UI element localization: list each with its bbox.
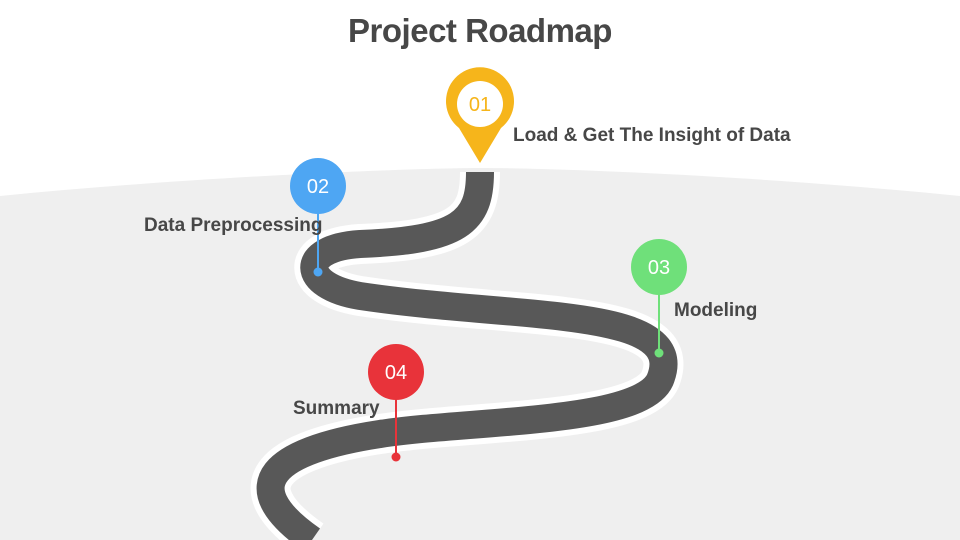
step-03-label: Modeling <box>674 300 758 321</box>
step-01-label: Load & Get The Insight of Data <box>513 125 791 146</box>
ground-hill <box>0 168 960 540</box>
step-01-number: 01 <box>469 94 491 116</box>
step-04-marker: 04 <box>368 344 424 462</box>
step-04-label: Summary <box>293 398 380 419</box>
step-02-number: 02 <box>307 176 329 198</box>
step-04-number: 04 <box>385 362 407 384</box>
step-02-label: Data Preprocessing <box>144 215 323 236</box>
step-01-pin-icon: 01 <box>445 67 514 163</box>
road <box>256 171 678 540</box>
step-03-number: 03 <box>648 257 670 279</box>
step-02-marker: 02 <box>290 158 346 277</box>
step-03-marker: 03 <box>631 239 687 358</box>
page-title: Project Roadmap <box>348 12 612 49</box>
